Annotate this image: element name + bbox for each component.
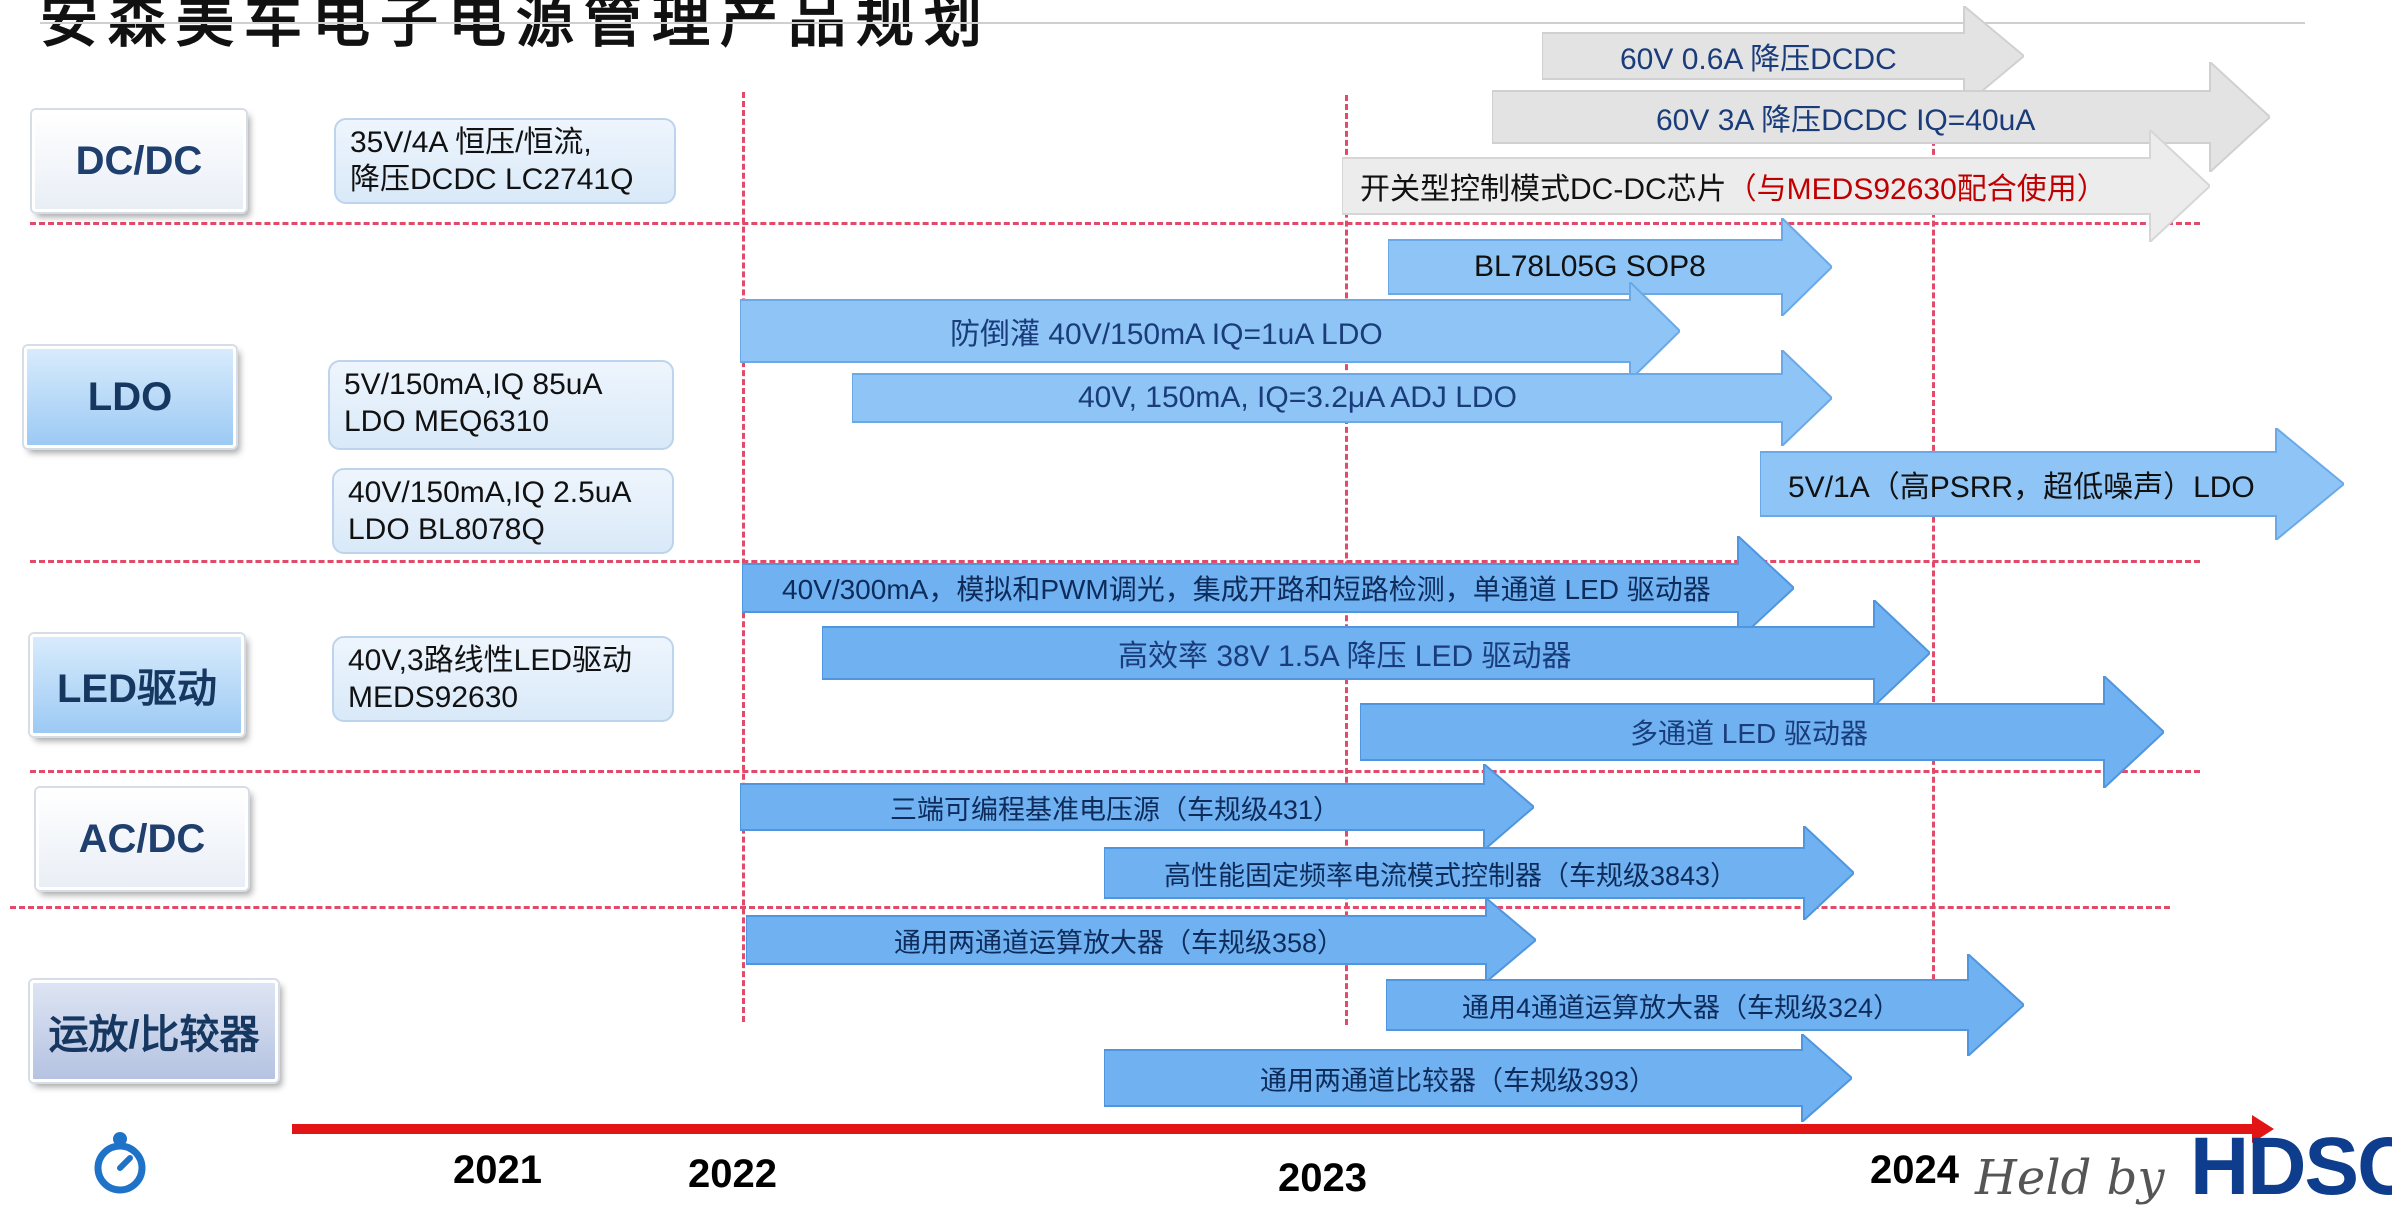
existing-product-line: 5V/150mA,IQ 85uA (344, 368, 603, 401)
roadmap-arrow: 40V, 150mA, IQ=3.2μA ADJ LDO (852, 350, 1832, 446)
roadmap-arrow-label: 40V/300mA，模拟和PWM调光，集成开路和短路检测，单通道 LED 驱动器 (782, 574, 1711, 605)
roadmap-arrow: 通用两通道运算放大器（车规级358） (746, 898, 1536, 982)
roadmap-arrow: BL78L05G SOP8 (1388, 218, 1832, 316)
roadmap-arrow-label-note: （与MEDS92630配合使用） (1726, 173, 2107, 206)
year-label-2023: 2023 (1278, 1156, 1367, 1200)
existing-product-line: 40V/150mA,IQ 2.5uA (348, 476, 632, 509)
existing-product-line: MEDS92630 (348, 681, 519, 714)
existing-product-line: LDO BL8078Q (348, 513, 545, 546)
roadmap-arrow-label: 60V 3A 降压DCDC IQ=40uA (1656, 104, 2036, 137)
roadmap-arrow-label: 通用两通道运算放大器（车规级358） (894, 927, 1345, 958)
roadmap-arrow: 40V/300mA，模拟和PWM调光，集成开路和短路检测，单通道 LED 驱动器 (742, 536, 1794, 640)
held-by-text: Held by (1975, 1150, 2165, 1206)
category-dcdc: DC/DC (32, 110, 246, 212)
roadmap-arrow-label: 通用4通道运算放大器（车规级324） (1462, 992, 1901, 1023)
existing-product-line: 35V/4A 恒压/恒流, (350, 126, 592, 159)
roadmap-arrow-label: 60V 0.6A 降压DCDC (1620, 43, 1897, 76)
roadmap-arrow: 防倒灌 40V/150mA IQ=1uA LDO (740, 282, 1680, 380)
timeline-arrowhead (2252, 1115, 2274, 1143)
roadmap-arrow: 开关型控制模式DC-DC芯片（与MEDS92630配合使用） (1342, 130, 2210, 242)
separator-dcdc-ldo (30, 222, 2200, 225)
existing-product-line: 降压DCDC LC2741Q (350, 163, 634, 196)
existing-product-line: LDO MEQ6310 (344, 405, 550, 438)
year-line-2024 (1932, 95, 1935, 1025)
roadmap-arrow: 高性能固定频率电流模式控制器（车规级3843） (1104, 826, 1854, 920)
roadmap-arrow: 通用两通道比较器（车规级393） (1104, 1034, 1852, 1122)
year-label-2022: 2022 (688, 1152, 777, 1196)
separator-ldo-led (30, 560, 2200, 563)
existing-product-ldo-1: 5V/150mA,IQ 85uA LDO MEQ6310 (328, 360, 674, 450)
roadmap-arrow-label: 通用两通道比较器（车规级393） (1260, 1065, 1657, 1096)
existing-product-dcdc: 35V/4A 恒压/恒流, 降压DCDC LC2741Q (334, 118, 676, 204)
year-label-2024: 2024 (1870, 1148, 1959, 1192)
roadmap-arrow: 三端可编程基准电压源（车规级431） (740, 764, 1534, 850)
roadmap-arrow: 60V 3A 降压DCDC IQ=40uA (1492, 62, 2270, 172)
separator-led-acdc (30, 770, 2200, 773)
title-rule (40, 22, 2305, 24)
roadmap-arrow-label: 5V/1A（高PSRR，超低噪声）LDO (1788, 471, 2255, 504)
category-acdc: AC/DC (36, 788, 248, 890)
year-label-2021: 2021 (453, 1148, 542, 1192)
roadmap-arrow: 5V/1A（高PSRR，超低噪声）LDO (1760, 428, 2344, 540)
roadmap-arrow: 60V 0.6A 降压DCDC (1542, 6, 2024, 106)
roadmap-arrow: 通用4通道运算放大器（车规级324） (1386, 954, 2024, 1056)
company-logo-icon (94, 1132, 146, 1194)
roadmap-arrow-label: 40V, 150mA, IQ=3.2μA ADJ LDO (1078, 381, 1517, 414)
roadmap-arrow-label: 开关型控制模式DC-DC芯片（与MEDS92630配合使用） (1360, 130, 2107, 242)
roadmap-arrow: 高效率 38V 1.5A 降压 LED 驱动器 (822, 600, 1930, 706)
existing-product-led: 40V,3路线性LED驱动 MEDS92630 (332, 636, 674, 722)
brand-logo: HDSC (2190, 1121, 2392, 1212)
year-line-2023 (1345, 95, 1348, 1025)
roadmap-arrow-label: 高效率 38V 1.5A 降压 LED 驱动器 (1118, 640, 1572, 673)
roadmap-arrow-label-main: 开关型控制模式DC-DC芯片 (1360, 173, 1727, 206)
timeline-axis (292, 1124, 2252, 1134)
year-line-2022 (742, 92, 745, 1022)
category-led: LED驱动 (30, 634, 244, 736)
page-title: 安森美车电子电源管理产品规划 (40, 0, 993, 54)
roadmap-arrow-label: BL78L05G SOP8 (1474, 250, 1706, 283)
separator-acdc-opamp (10, 906, 2170, 909)
roadmap-arrow-label: 防倒灌 40V/150mA IQ=1uA LDO (950, 318, 1383, 351)
category-ldo: LDO (24, 346, 236, 448)
roadmap-arrow: 多通道 LED 驱动器 (1360, 676, 2164, 788)
roadmap-arrow-label: 多通道 LED 驱动器 (1630, 718, 1869, 749)
existing-product-ldo-2: 40V/150mA,IQ 2.5uA LDO BL8078Q (332, 468, 674, 554)
category-opamp: 运放/比较器 (30, 980, 278, 1082)
existing-product-line: 40V,3路线性LED驱动 (348, 644, 633, 677)
roadmap-arrow-label: 三端可编程基准电压源（车规级431） (890, 794, 1341, 825)
roadmap-arrow-label: 高性能固定频率电流模式控制器（车规级3843） (1164, 860, 1738, 891)
